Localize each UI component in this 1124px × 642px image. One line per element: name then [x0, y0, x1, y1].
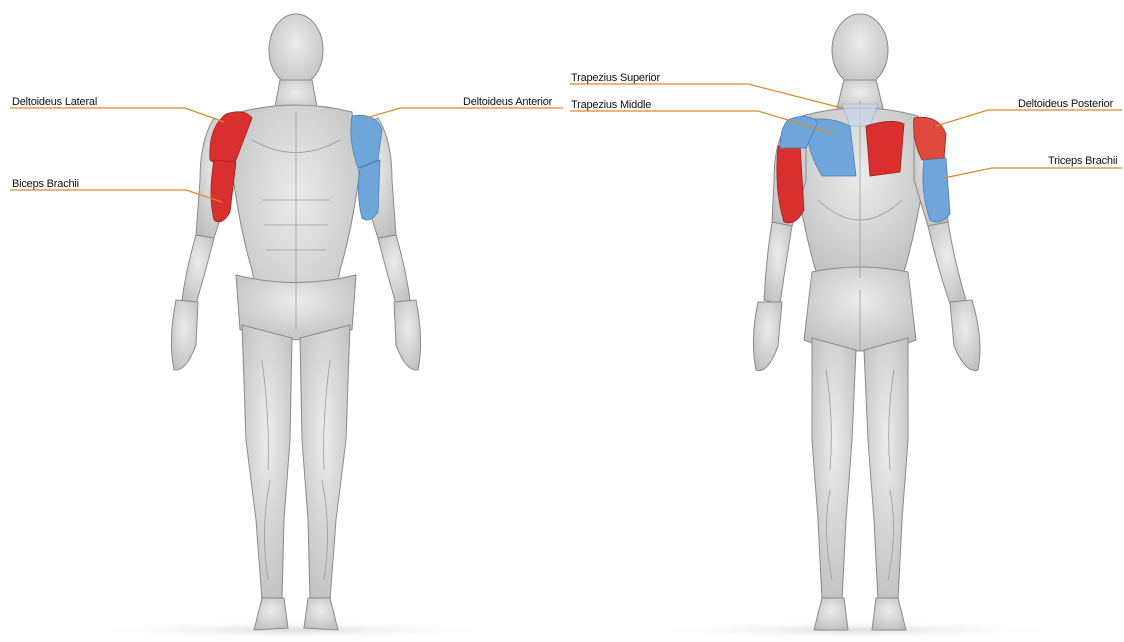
front-leg-right — [300, 325, 350, 600]
leader-deltoideus-lateral — [10, 108, 224, 122]
back-foot-right — [872, 598, 906, 630]
front-hand-right — [394, 300, 421, 370]
front-floor-shadow — [80, 620, 500, 637]
back-forearm-right — [928, 222, 966, 304]
back-arm-left-primary-muscle — [777, 144, 804, 223]
label-trapezius-middle: Trapezius Middle — [571, 99, 651, 111]
leader-deltoideus-anterior — [366, 108, 563, 118]
label-deltoideus-anterior: Deltoideus Anterior — [463, 96, 552, 108]
back-leg-left — [812, 338, 856, 600]
leader-lines — [10, 84, 1122, 202]
leader-biceps-brachii — [10, 190, 222, 202]
back-leg-right — [864, 338, 908, 600]
front-foot-right — [304, 598, 338, 630]
front-hand-left — [171, 300, 198, 370]
back-hand-left — [753, 302, 782, 371]
leader-triceps-brachii — [944, 168, 1122, 178]
back-forearm-left — [764, 222, 792, 304]
front-deltoideus-anterior-muscle — [351, 115, 382, 168]
label-biceps-brachii: Biceps Brachii — [12, 178, 79, 190]
front-biceps-brachii-muscle — [211, 160, 236, 222]
back-head — [832, 14, 888, 86]
label-triceps-brachii: Triceps Brachii — [1048, 155, 1117, 167]
label-trapezius-superior: Trapezius Superior — [571, 72, 660, 84]
back-hand-right — [950, 300, 980, 371]
back-trapezius-middle-right-muscle — [866, 121, 904, 176]
leader-deltoideus-posterior — [936, 110, 1122, 126]
front-forearm-left — [182, 235, 214, 304]
front-head — [269, 14, 323, 86]
front-forearm-right — [378, 235, 410, 304]
label-deltoideus-lateral: Deltoideus Lateral — [12, 96, 97, 108]
front-foot-left — [254, 598, 288, 630]
front-leg-left — [242, 325, 292, 600]
front-arm-secondary-muscle — [358, 160, 380, 220]
back-floor-shadow — [645, 620, 1065, 637]
back-foot-left — [814, 598, 848, 630]
label-deltoideus-posterior: Deltoideus Posterior — [1018, 98, 1113, 110]
